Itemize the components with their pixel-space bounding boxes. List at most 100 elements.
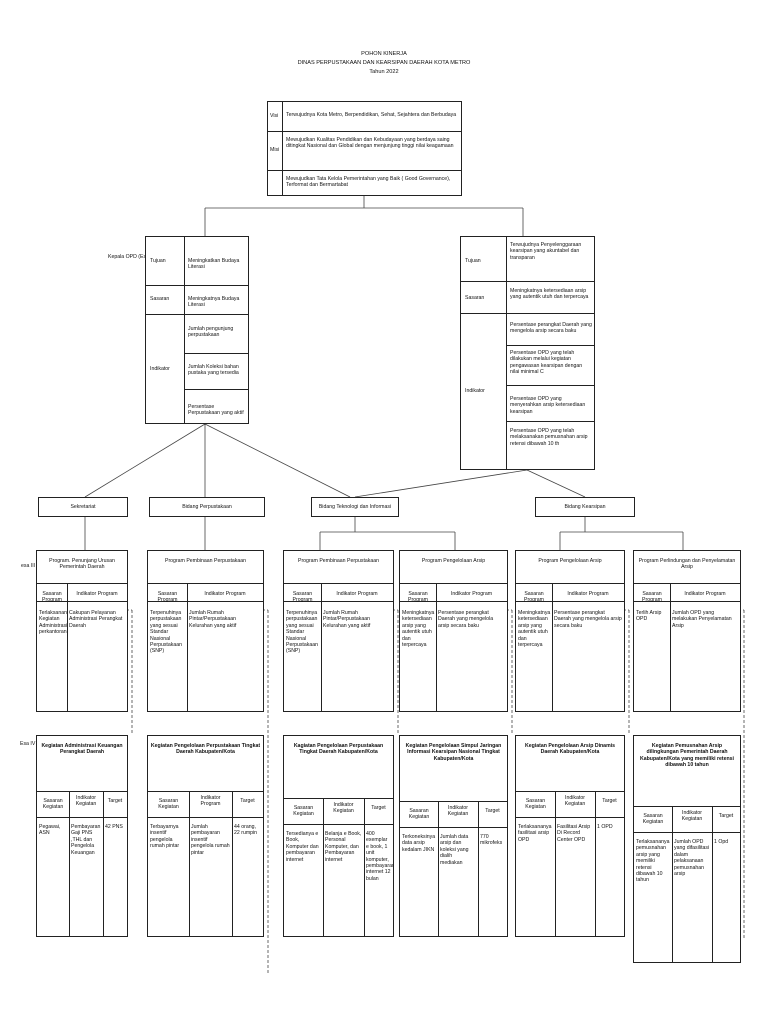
kegiatan-target-text: 1 OPD	[597, 824, 613, 830]
esa-3-label: esa III	[21, 563, 36, 569]
connector	[354, 469, 528, 498]
kegiatan-sasaran-header: Sasaran Kegiatan	[642, 813, 664, 826]
kegiatan-indikator-text: Jumlah data arsip dan koleksi yang diali…	[440, 834, 469, 866]
kegiatan-box: Kegiatan Pengelolaan Simpul Jaringan Inf…	[399, 735, 508, 937]
program-title: Program Pengelolaan Arsip	[421, 558, 486, 564]
program-indikator-text: Jumlah Rumah Pintar/Perpustakaan Kelurah…	[189, 610, 237, 629]
bidang-perpustakaan: Bidang Perpustakaan	[149, 497, 265, 517]
kegiatan-target-text: 42 PNS	[105, 824, 123, 830]
connector	[526, 469, 586, 498]
program-indikator-header: Indikator Program	[684, 591, 726, 597]
kegiatan-box: Kegiatan Pengelolaan Perpustakaan Tingka…	[147, 735, 264, 937]
program-sasaran-text: Terlaksananya Kegiatan Administrasi perk…	[39, 610, 67, 636]
program-indikator-text: Jumlah Rumah Pintar/Perpustakaan Kelurah…	[323, 610, 371, 629]
kegiatan-sasaran-text: Terbayarnya insentif pengelola rumah pin…	[150, 824, 180, 850]
program-title: Program. Penunjang Urusan Pemerintah Dae…	[49, 558, 115, 571]
program-indikator-header: Indikator Program	[76, 591, 118, 597]
kegiatan-target-header: Target	[718, 813, 734, 819]
visi-label: Visi	[270, 113, 279, 119]
left-indikator-1: Jumlah pengunjung perpustakaan	[188, 326, 234, 339]
program-sasaran-text: Terlih Arsip OPD	[636, 610, 662, 623]
left-sasaran-text: Meningkatnya Budaya Literasi	[188, 296, 240, 309]
kegiatan-sasaran-text: Terlaksananya pemusnahan arsip yang memi…	[636, 839, 670, 884]
right-indikator-4: Persentase OPD yang telah melaksanakan p…	[510, 428, 588, 447]
misi-1-text: Mewujudkan Kualitas Pendidikan dan Kebud…	[286, 137, 454, 150]
program-sasaran-text: Meningkatnya ketersediaan arsip yang aut…	[518, 610, 551, 649]
kegiatan-target-header: Target	[485, 808, 500, 814]
left-tujuan-label: Tujuan	[150, 258, 166, 264]
kegiatan-sasaran-header: Sasaran Kegiatan	[408, 808, 430, 821]
kegiatan-sasaran-text: Terkoneksinya data arsip kedalam JIKN	[402, 834, 436, 853]
kegiatan-target-header: Target	[240, 798, 255, 804]
program-sasaran-header: Sasaran Program	[524, 591, 544, 604]
kegiatan-indikator-header: Indikator Kegiatan	[681, 810, 703, 823]
bidang-sekretariat: Sekretariat	[38, 497, 128, 517]
program-indikator-header: Indikator Program	[336, 591, 378, 597]
kegiatan-indikator-text: Pembayaran Gaji PNS ,THL dan Pengelola K…	[71, 824, 101, 856]
program-sasaran-header: Sasaran Program	[408, 591, 428, 604]
year-label: Tahun 2022	[369, 69, 399, 75]
kegiatan-indikator-header: Indikator Kegiatan	[333, 802, 354, 815]
program-box: Program Pengelolaan Arsip Sasaran Progra…	[515, 550, 625, 712]
program-box: Program Pembinaan Perpustakaan Sasaran P…	[147, 550, 264, 712]
program-title: Program Pengelolaan Arsip	[538, 558, 602, 564]
kegiatan-indikator-text: Belanja e Book, Personal Komputer, dan P…	[325, 831, 362, 863]
kegiatan-box: Kagiatan Pengelolaan Perpustakaan Tingka…	[283, 735, 394, 937]
left-indikator-label: Indikator	[150, 366, 170, 372]
connector	[204, 423, 351, 498]
program-indikator-header: Indikator Program	[450, 591, 493, 597]
program-indikator-header: Indikator Program	[204, 591, 246, 597]
kegiatan-sasaran-header: Sasaran Kegiatan	[293, 805, 314, 818]
program-sasaran-header: Sasaran Program	[42, 591, 62, 604]
kegiatan-title: Kegiatan Administrasi Keuangan Perangkat…	[41, 743, 123, 756]
right-indikator-2: Persentase OPD yang telah dilakukan mela…	[510, 350, 583, 376]
left-goal-box: Tujuan Meningkatkan Budaya Literasi Sasa…	[145, 236, 249, 424]
kegiatan-indikator-text: Fasilitasi Arsip Di Record Center OPD	[557, 824, 591, 843]
kegiatan-target-text: 1 Opd	[714, 839, 729, 845]
right-goal-box: Tujuan Terwujudnya Penyelenggaraan kears…	[460, 236, 595, 470]
kegiatan-target-text: 44 orang, 22 rumpin	[234, 824, 258, 837]
right-tujuan-label: Tujuan	[465, 258, 481, 264]
program-indikator-text: Jumlah OPD yang melakukan Penyelamatan A…	[672, 610, 732, 629]
program-title: Program Perlindungan dan Penyelamatan Ar…	[638, 558, 736, 571]
kegiatan-target-header: Target	[371, 805, 386, 811]
left-sasaran-label: Sasaran	[150, 296, 170, 302]
kegiatan-indikator-header: Indikator Kegiatan	[447, 805, 469, 818]
program-box: Program Perlindungan dan Penyelamatan Ar…	[633, 550, 741, 712]
kegiatan-indikator-header: Indikator Program	[200, 795, 221, 808]
vision-mission-box: Visi Terwujudnya Kota Metro, Berpendidik…	[267, 101, 462, 196]
connector	[84, 423, 206, 498]
left-tujuan-text: Meningkatkan Budaya Literasi	[188, 258, 240, 271]
kegiatan-title: Kegiatan Pengelolaan Simpul Jaringan Inf…	[405, 743, 502, 762]
bidang-teknologi-informasi: Bidang Teknologi dan Informasi	[311, 497, 399, 517]
left-indikator-3: Persentase Perpustakaan yang aktif	[188, 404, 244, 417]
agency-name: DINAS PERPUSTAKAAN DAN KEARSIPAN DAERAH …	[297, 60, 471, 66]
program-title: Program Pembinaan Perpustakaan	[164, 558, 247, 564]
right-indikator-3: Persentase OPD yang menyerahkan arsip ke…	[510, 396, 586, 415]
right-sasaran-text: Meningkatnya ketersediaan arsip yang aut…	[510, 288, 589, 301]
kegiatan-sasaran-text: Tersedianya e Book, Komputer dan pembaya…	[286, 831, 319, 863]
kegiatan-sasaran-header: Sasaran Kegiatan	[525, 798, 546, 811]
left-indikator-2: Jumlah Koleksi bahan pustaka yang tersed…	[188, 364, 239, 377]
kegiatan-target-header: Target	[107, 798, 123, 804]
bidang-kearsipan: Bidang Kearsipan	[535, 497, 635, 517]
right-indikator-label: Indikator	[465, 388, 485, 394]
right-indikator-1: Persentase perangkat Daerah yang mengelo…	[510, 322, 592, 335]
kegiatan-sasaran-text: Pegawai, ASN	[39, 824, 61, 837]
kegiatan-sasaran-header: Sasaran Kegiatan	[42, 798, 64, 811]
kegiatan-target-text: 770 mikrofeks	[480, 834, 503, 847]
misi-2-text: Mewujudkan Tata Kelola Pemerintahan yang…	[286, 176, 451, 189]
program-indikator-header: Indikator Program	[567, 591, 609, 597]
program-title: Program Pembinaan Perpustakaan	[297, 558, 380, 564]
right-tujuan-text: Terwujudnya Penyelenggaraan kearsipan ya…	[510, 242, 582, 261]
program-sasaran-header: Sasaran Program	[292, 591, 313, 604]
program-sasaran-header: Sasaran Program	[157, 591, 178, 604]
kegiatan-box: Kegiatan Pemusnahan Arsip dilingkungan P…	[633, 735, 741, 963]
kegiatan-title: Kegiatan Pengelolaan Arsip Dinamis Daera…	[524, 743, 616, 756]
program-sasaran-text: Terpenuhinya perpustakaan yang sesuai St…	[150, 610, 183, 655]
program-sasaran-header: Sasaran Program	[642, 591, 662, 604]
kegiatan-box: Kegiatan Administrasi Keuangan Perangkat…	[36, 735, 128, 937]
kegiatan-sasaran-header: Sasaran Kegiatan	[158, 798, 179, 811]
kegiatan-target-text: 400 exemplar e book, 1 unit komputer, pe…	[366, 831, 393, 882]
